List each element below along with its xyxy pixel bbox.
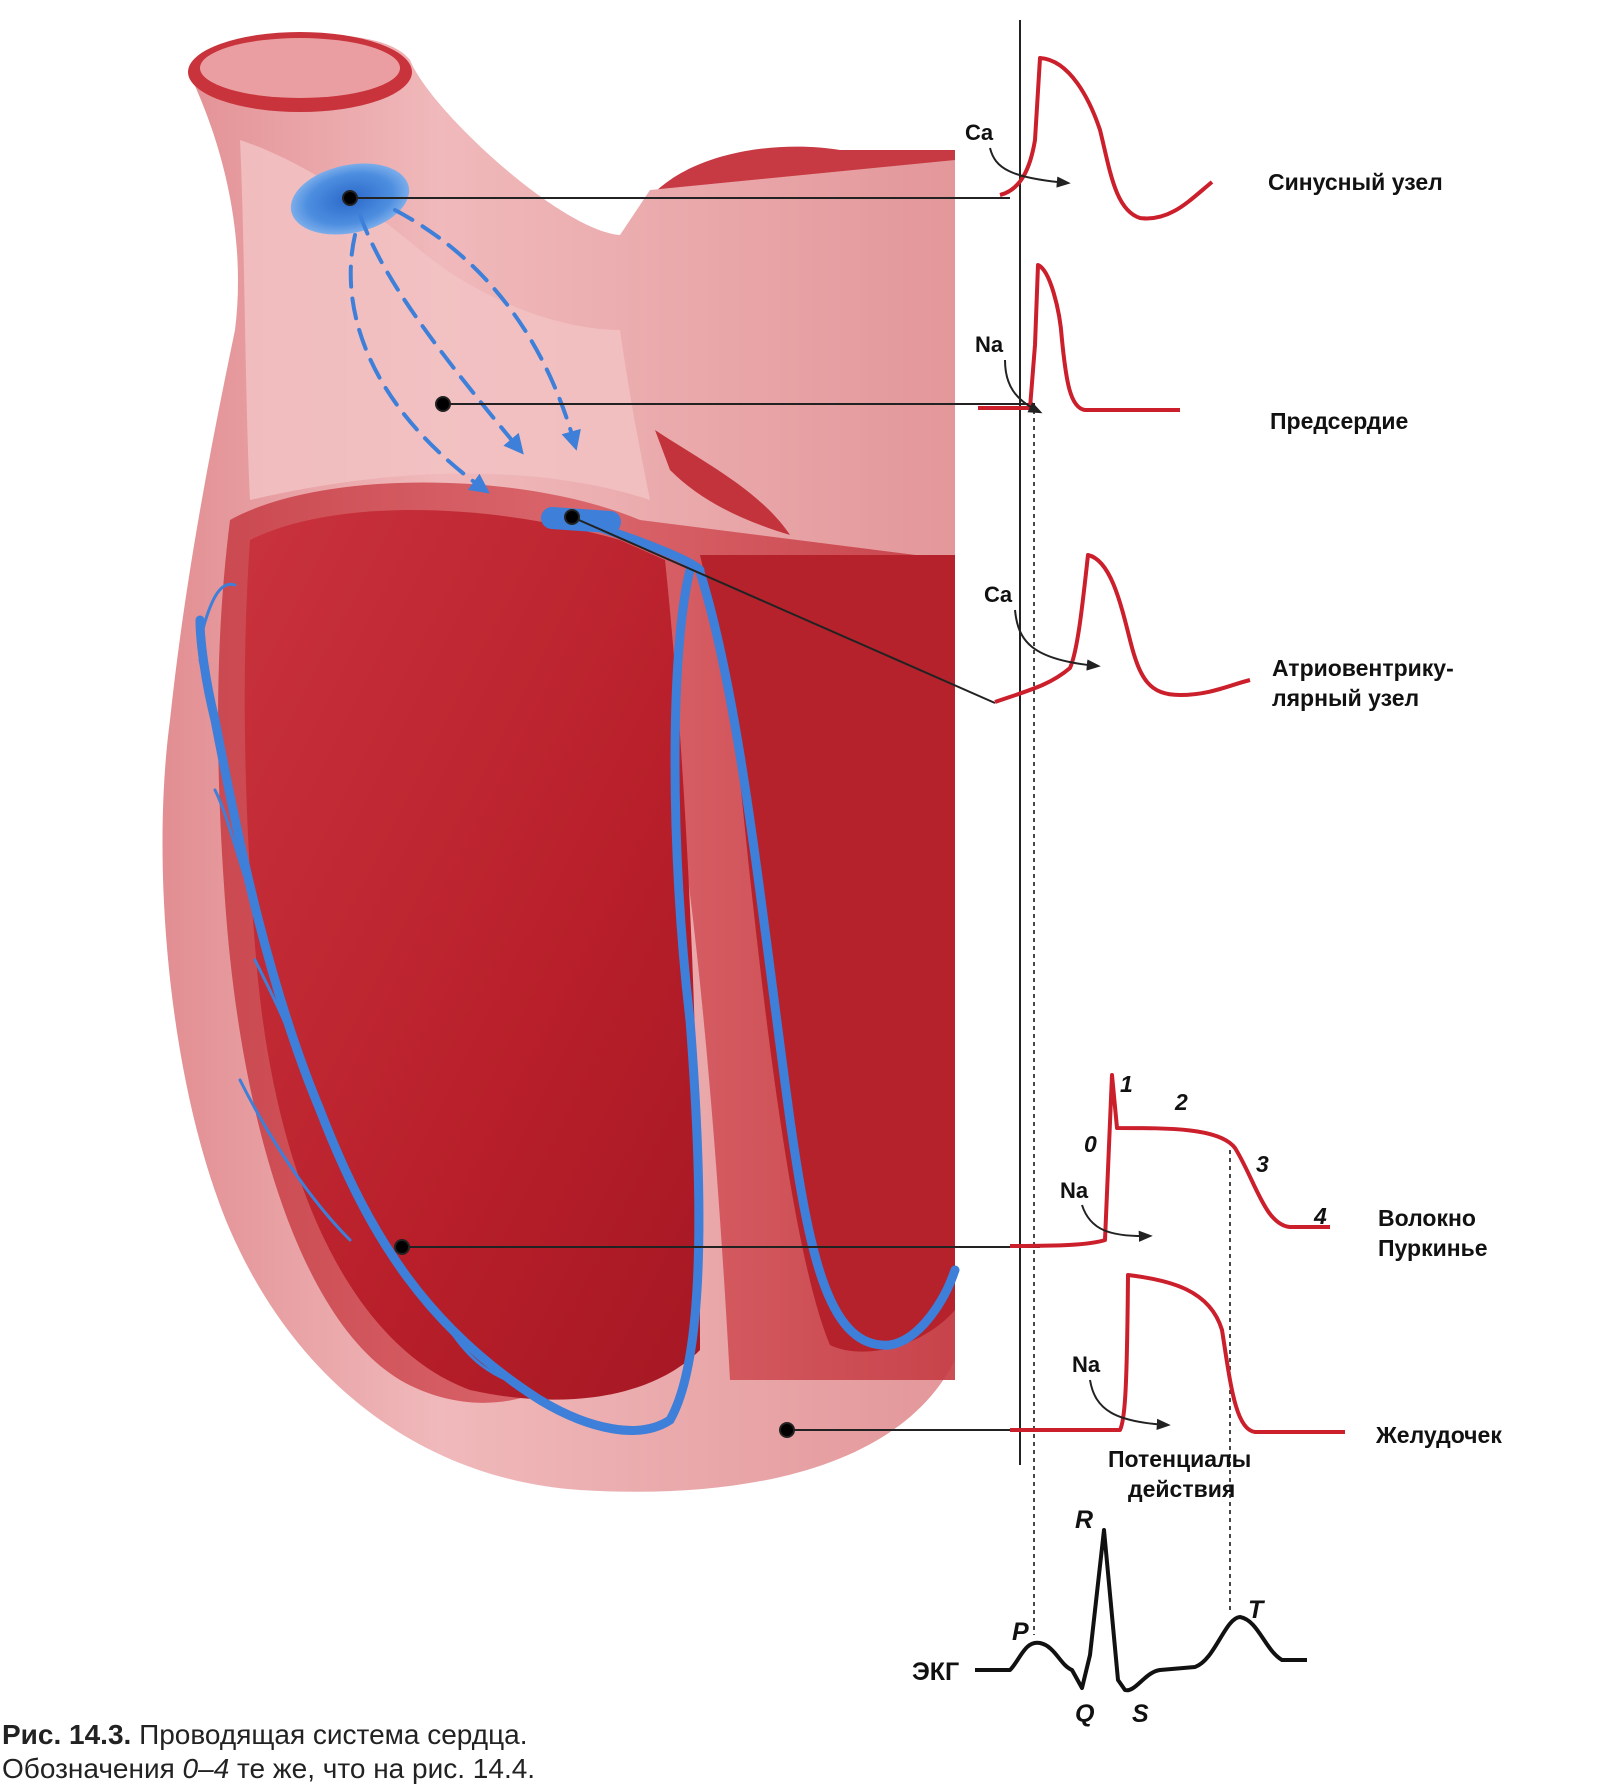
phase-4: 4 bbox=[1313, 1203, 1327, 1229]
purkinje-branch-6 bbox=[448, 1328, 522, 1387]
label-atrium: Предсердие bbox=[1270, 408, 1408, 434]
purkinje-branch-5 bbox=[238, 1078, 352, 1242]
purkinje-marker bbox=[394, 1239, 410, 1255]
ekg-label: ЭКГ bbox=[912, 1658, 959, 1686]
ap-atrium bbox=[978, 263, 1180, 412]
action-potentials bbox=[975, 56, 1345, 1693]
phase-labels: 0 1 2 3 4 bbox=[1084, 1071, 1327, 1229]
ion-label-sinus: Ca bbox=[965, 120, 994, 145]
caption-line-2: Обозначения 0–4 те же, что на рис. 14.4. bbox=[2, 1752, 535, 1786]
ap-av-node bbox=[994, 553, 1251, 704]
atrium-marker bbox=[435, 396, 451, 412]
ap-purkinje bbox=[1009, 1073, 1330, 1248]
connector-lines bbox=[342, 190, 1040, 1438]
ekg-wave-q: Q bbox=[1075, 1700, 1095, 1728]
phase-0: 0 bbox=[1084, 1131, 1097, 1157]
ion-arrows bbox=[989, 147, 1171, 1430]
internodal-path-1 bbox=[358, 213, 524, 455]
purkinje-branch-1 bbox=[198, 582, 237, 642]
ekg-trace bbox=[975, 1528, 1307, 1693]
ekg-wave-t: T bbox=[1248, 1596, 1266, 1624]
caption-fig-number: Рис. 14.3. bbox=[2, 1719, 132, 1750]
purkinje-branch-3 bbox=[213, 788, 262, 922]
caption-title: Проводящая система сердца. bbox=[131, 1719, 528, 1750]
av-node-marker bbox=[564, 509, 580, 525]
ekg-labels: ЭКГ P Q R S T bbox=[912, 1506, 1266, 1728]
ion-label-atrium: Na bbox=[975, 332, 1004, 357]
ion-label-ventricle: Na bbox=[1072, 1352, 1101, 1377]
valve-flap bbox=[655, 430, 790, 535]
phase-2: 2 bbox=[1174, 1089, 1188, 1115]
ion-labels: Ca Na Ca Na Na bbox=[965, 120, 1101, 1377]
left-ventricle-cavity bbox=[244, 510, 700, 1400]
phase-1: 1 bbox=[1120, 1071, 1133, 1097]
label-av-node-1: Атриовентрику- bbox=[1272, 655, 1454, 681]
ekg-wave-r: R bbox=[1075, 1506, 1093, 1534]
label-sinus-node: Синусный узел bbox=[1268, 169, 1443, 195]
label-action-potentials-1: Потенциалы bbox=[1108, 1446, 1251, 1472]
right-bundle-branch bbox=[695, 567, 960, 1350]
label-ventricle: Желудочек bbox=[1375, 1422, 1502, 1448]
ekg-wave-p: P bbox=[1012, 1618, 1029, 1646]
label-action-potentials-2: действия bbox=[1128, 1476, 1235, 1502]
ion-label-av: Ca bbox=[984, 582, 1013, 607]
caption-line-1: Рис. 14.3. Проводящая система сердца. bbox=[2, 1718, 535, 1752]
heart-illustration bbox=[162, 32, 955, 1492]
figure-caption: Рис. 14.3. Проводящая система сердца. Об… bbox=[2, 1718, 535, 1786]
ap-sinus-node bbox=[999, 56, 1214, 221]
ap-ventricle bbox=[1010, 1273, 1345, 1434]
phase-3: 3 bbox=[1256, 1151, 1269, 1177]
ekg-wave-s: S bbox=[1132, 1700, 1149, 1728]
ventricle-marker bbox=[779, 1422, 795, 1438]
caption-line2-suffix: те же, что на рис. 14.4. bbox=[229, 1753, 536, 1784]
left-bundle-branch bbox=[195, 565, 704, 1435]
caption-line2-range: 0–4 bbox=[182, 1753, 230, 1784]
structure-labels: Синусный узел Предсердие Атриовентрику- … bbox=[1108, 169, 1502, 1502]
caption-line2-prefix: Обозначения bbox=[2, 1753, 183, 1784]
internodal-path-2 bbox=[393, 208, 581, 451]
purkinje-branch-4 bbox=[253, 958, 302, 1062]
label-av-node-2: лярный узел bbox=[1272, 685, 1419, 711]
label-purkinje-2: Пуркинье bbox=[1378, 1235, 1488, 1261]
purkinje-branch-2 bbox=[198, 658, 232, 782]
sa-node-marker bbox=[342, 190, 358, 206]
label-purkinje-1: Волокно bbox=[1378, 1205, 1476, 1231]
ion-label-purkinje: Na bbox=[1060, 1178, 1089, 1203]
right-ventricle-cavity bbox=[700, 555, 955, 1352]
